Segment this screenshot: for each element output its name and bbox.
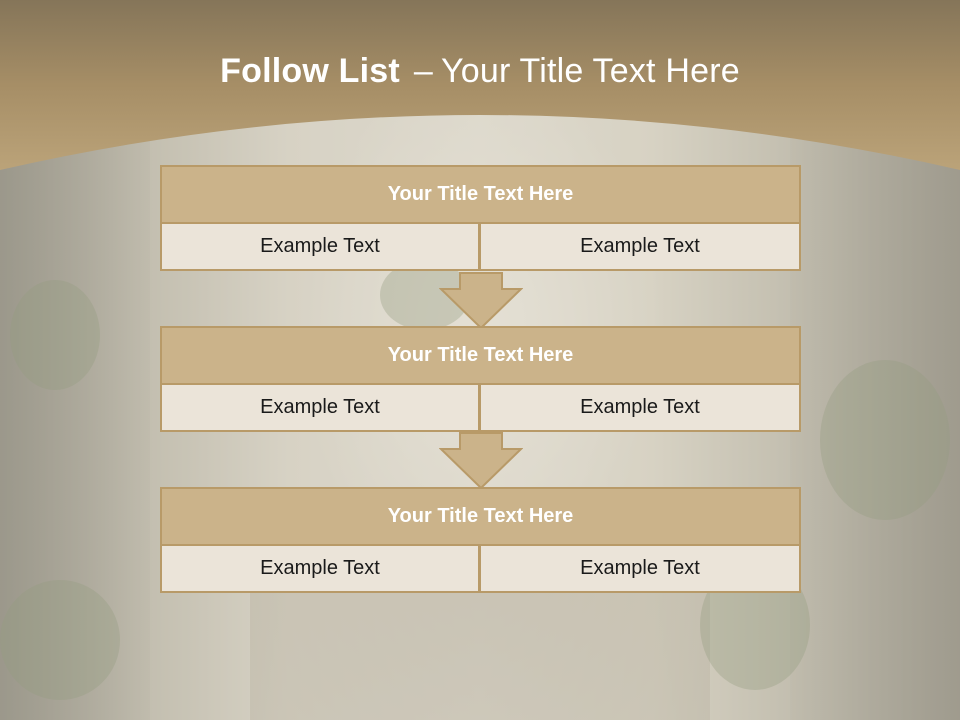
- step-block-1: Your Title Text Here Example Text Exampl…: [160, 165, 801, 271]
- slide-title: Follow List–Your Title Text Here: [0, 52, 960, 91]
- step-right-cell: Example Text: [479, 222, 801, 271]
- step-left-cell: Example Text: [160, 222, 480, 271]
- step-left-cell: Example Text: [160, 383, 480, 432]
- step-title: Your Title Text Here: [160, 165, 801, 224]
- step-title: Your Title Text Here: [160, 487, 801, 546]
- step-right-cell: Example Text: [479, 383, 801, 432]
- title-dash: –: [413, 52, 434, 90]
- title-bold-part: Follow List: [220, 52, 400, 90]
- left-wall: [0, 120, 150, 720]
- down-arrow-icon: [439, 272, 523, 330]
- step-left-cell: Example Text: [160, 544, 480, 593]
- step-title: Your Title Text Here: [160, 326, 801, 385]
- step-right-cell: Example Text: [479, 544, 801, 593]
- title-rest: Your Title Text Here: [441, 52, 740, 90]
- right-wall: [790, 120, 960, 720]
- plant-decoration: [10, 280, 100, 390]
- step-block-2: Your Title Text Here Example Text Exampl…: [160, 326, 801, 432]
- step-block-3: Your Title Text Here Example Text Exampl…: [160, 487, 801, 593]
- plant-decoration: [820, 360, 950, 520]
- down-arrow-icon: [439, 432, 523, 490]
- plant-decoration: [0, 580, 120, 700]
